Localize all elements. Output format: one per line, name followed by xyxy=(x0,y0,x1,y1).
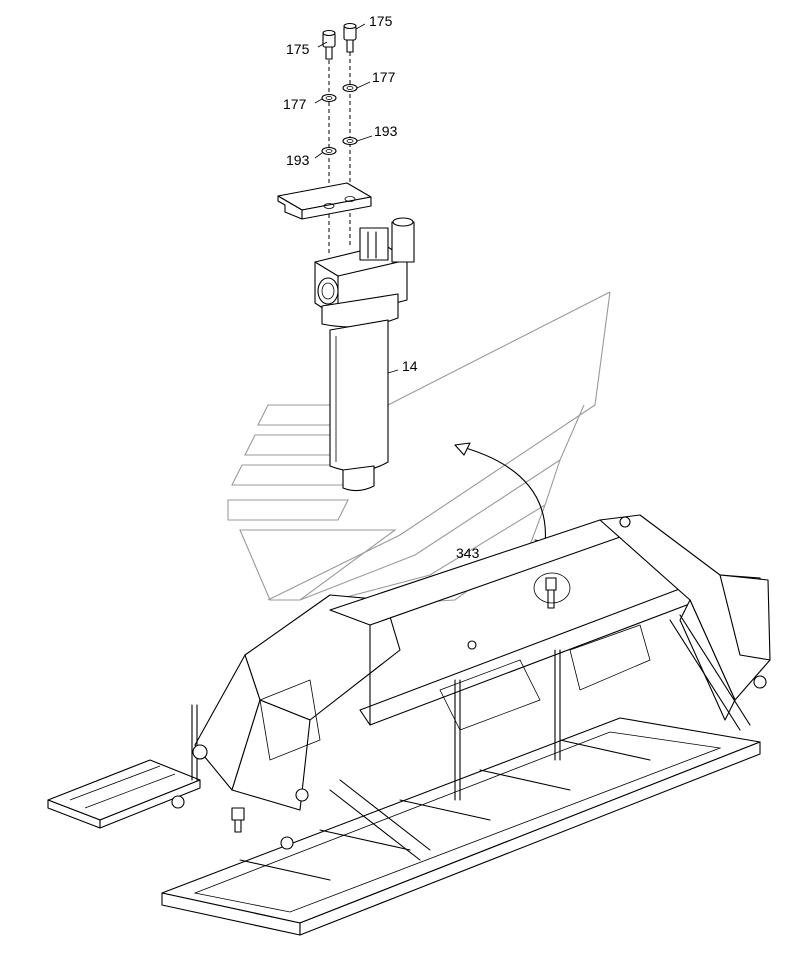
hydraulic-filter xyxy=(314,217,415,492)
washer-right xyxy=(342,83,358,93)
callout-filter: 14 xyxy=(402,358,418,374)
lockwasher-right xyxy=(342,136,358,146)
callout-labels: 175 175 177 177 193 193 14 343 xyxy=(283,13,480,561)
callout-frame-item: 343 xyxy=(456,545,480,561)
callout-lockwasher-right: 193 xyxy=(374,123,398,139)
callout-bolt-right: 175 xyxy=(369,13,393,29)
lockwasher-left xyxy=(321,146,337,156)
washer-left xyxy=(321,93,337,103)
callout-washer-right: 177 xyxy=(372,69,396,85)
callout-lockwasher-left: 193 xyxy=(286,152,310,168)
bolt-left xyxy=(322,29,336,60)
machine-frame xyxy=(47,514,771,936)
leader-lines xyxy=(314,23,476,576)
mounting-bracket xyxy=(277,182,372,220)
callout-bolt-left: 175 xyxy=(286,41,310,57)
bolt-right xyxy=(343,22,357,53)
callout-washer-left: 177 xyxy=(283,96,307,112)
